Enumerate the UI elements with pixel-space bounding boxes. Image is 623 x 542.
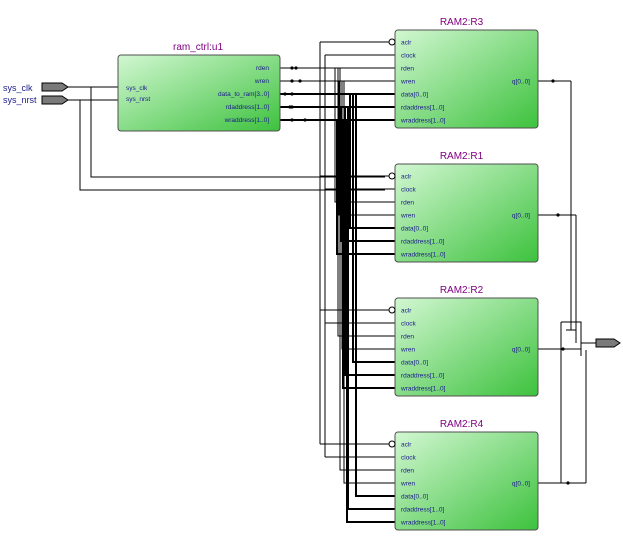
ram-port-label: aclr [401, 442, 412, 449]
ctrl-output-port: wraddress[1..0] [224, 117, 270, 124]
wire [355, 94, 395, 497]
ram-body [394, 29, 539, 129]
ram-ctrl-block[interactable]: ram_ctrl:u1 sys_clk sys_nrst rden wren d… [117, 42, 281, 132]
ctrl-output-port: data_to_ram[3..0] [218, 91, 269, 98]
ram-block-ram2-r3[interactable]: RAM2:R3 aclr clock rden wren data[0..0] rdaddr… [388, 17, 539, 129]
ram-port-label: aclr [401, 308, 412, 315]
wire [561, 321, 582, 349]
wire [344, 107, 395, 376]
output-pin[interactable] [595, 338, 621, 348]
ram-port-label: wraddress[1..0] [400, 520, 446, 527]
ram-port-label: clock [401, 455, 417, 462]
ram-port-label: rdaddress[1..0] [401, 239, 445, 246]
ram-port-label: data[0..0] [401, 92, 428, 99]
junction-dot [561, 347, 565, 351]
junction-dot [290, 66, 294, 70]
ram-port-label: wraddress[1..0] [400, 118, 446, 125]
wire [338, 81, 395, 216]
wire [340, 107, 395, 242]
ram-output-label: q[0..0] [512, 347, 530, 354]
aclr-bubble-icon [388, 306, 396, 314]
ram-title: RAM2:R2 [440, 285, 484, 296]
ram-port-label: clock [401, 187, 417, 194]
ram-title: RAM2:R1 [440, 151, 484, 162]
junction-dot [290, 79, 294, 83]
ram-output-label: q[0..0] [512, 79, 530, 86]
wire [336, 120, 395, 255]
ctrl-output-port: wren [254, 78, 269, 85]
ram-port-label: rdaddress[1..0] [401, 105, 445, 112]
junction-dot [556, 213, 560, 217]
ram-block-ram2-r4[interactable]: RAM2:R4 aclr clock rden wren data[0..0] rdaddr… [388, 419, 539, 531]
ram-port-label: data[0..0] [401, 360, 428, 367]
ram-port-label: wren [400, 79, 415, 86]
junction-dot [551, 79, 555, 83]
wire [343, 81, 395, 484]
ram-port-label: aclr [401, 40, 412, 47]
ctrl-input-port: sys_nrst [126, 96, 150, 103]
wire [352, 94, 395, 363]
ram-blocks: RAM2:R3 aclr clock rden wren data[0..0] rdaddr… [388, 17, 539, 531]
aclr-bubble-icon [388, 440, 396, 448]
ram-port-label: wraddress[1..0] [400, 252, 446, 259]
wire [346, 120, 395, 523]
ram-body [394, 163, 539, 263]
input-pin-label: sys_clk [3, 83, 33, 93]
ctrl-output-port: rdaddress[1..0] [226, 104, 270, 111]
ram-title: RAM2:R3 [440, 17, 484, 28]
ctrl-output-port: rden [256, 65, 269, 72]
ram-port-label: rdaddress[1..0] [401, 507, 445, 514]
ram-port-label: rden [401, 66, 414, 73]
aclr-bubble-icon [388, 38, 396, 46]
ram-port-label: wren [400, 481, 415, 488]
wire [349, 94, 395, 229]
input-pin-label: sys_nrst [3, 95, 37, 105]
junction-dot [290, 118, 294, 122]
ram-port-label: wren [400, 347, 415, 354]
ram-body [394, 431, 539, 531]
ram-output-label: q[0..0] [512, 213, 530, 220]
ram-ctrl-title: ram_ctrl:u1 [173, 42, 223, 53]
ram-title: RAM2:R4 [440, 419, 484, 430]
ram-port-label: rden [401, 200, 414, 207]
junction-dot [566, 481, 570, 485]
ram-port-label: aclr [401, 174, 412, 181]
input-pin-sys-nrst[interactable]: sys_nrst [3, 95, 69, 105]
ram-port-label: data[0..0] [401, 226, 428, 233]
wire [342, 120, 395, 389]
ram-port-label: rden [401, 334, 414, 341]
ram-port-label: wren [400, 213, 415, 220]
ram-block-ram2-r2[interactable]: RAM2:R2 aclr clock rden wren data[0..0] rdaddr… [388, 285, 539, 397]
ram-body [394, 297, 539, 397]
junction-dot [290, 105, 294, 109]
aclr-bubble-icon [388, 172, 396, 180]
input-pin-sys-clk[interactable]: sys_clk [3, 82, 69, 93]
wire [339, 68, 395, 471]
ram-port-label: data[0..0] [401, 494, 428, 501]
ram-port-label: wraddress[1..0] [400, 386, 446, 393]
ctrl-input-port: sys_clk [126, 85, 148, 92]
ram-port-label: rdaddress[1..0] [401, 373, 445, 380]
ram-output-label: q[0..0] [512, 481, 530, 488]
ram-port-label: clock [401, 321, 417, 328]
wire [337, 68, 395, 337]
junction-dot [290, 92, 294, 96]
ram-port-label: rden [401, 468, 414, 475]
ram-block-ram2-r1[interactable]: RAM2:R1 aclr clock rden wren data[0..0] rdaddr… [388, 151, 539, 263]
ram-port-label: clock [401, 53, 417, 60]
wire-layer [68, 41, 596, 523]
wire [334, 68, 395, 203]
